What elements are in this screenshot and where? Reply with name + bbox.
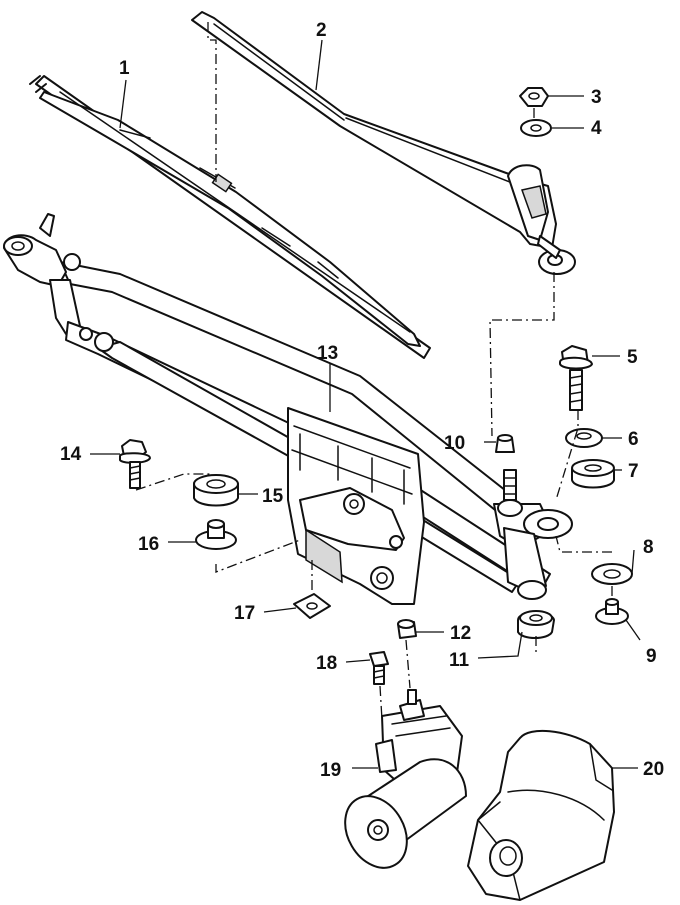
callout-8: 8 <box>643 537 654 558</box>
callout-2: 2 <box>316 20 327 41</box>
washer <box>520 119 552 137</box>
callout-1: 1 <box>119 58 130 79</box>
leader-lines <box>90 39 641 769</box>
callout-5: 5 <box>627 347 638 368</box>
grommet-9 <box>595 598 629 625</box>
motor-cover <box>467 729 615 901</box>
callout-11: 11 <box>449 650 470 671</box>
clip-17 <box>293 593 331 619</box>
callout-6: 6 <box>628 429 639 450</box>
callout-3: 3 <box>591 87 602 108</box>
washer-8 <box>591 563 633 585</box>
alignment-lines <box>135 22 613 721</box>
callout-14: 14 <box>60 444 82 465</box>
washer-16 <box>195 519 237 550</box>
bolt <box>559 345 593 411</box>
callout-17: 17 <box>234 603 255 624</box>
grommet-7 <box>571 459 615 489</box>
bolt-14 <box>119 439 151 489</box>
callout-12: 12 <box>450 623 471 644</box>
wiper-blade <box>29 75 431 359</box>
wiper-linkage <box>3 213 573 605</box>
nut <box>519 87 549 107</box>
washer-6 <box>565 428 603 448</box>
callout-20: 20 <box>643 759 664 780</box>
bush-10 <box>495 434 515 453</box>
wiper-arm <box>191 11 576 275</box>
callout-19: 19 <box>320 760 341 781</box>
bolt-18 <box>369 651 389 685</box>
grommet-15 <box>193 474 239 507</box>
callout-18: 18 <box>316 653 337 674</box>
callout-labels: 1 2 3 4 5 6 7 8 9 10 11 12 13 14 15 16 1… <box>60 20 664 781</box>
callout-15: 15 <box>262 486 284 507</box>
callout-4: 4 <box>591 118 602 139</box>
callout-10: 10 <box>444 433 465 454</box>
callout-16: 16 <box>138 534 159 555</box>
callout-7: 7 <box>628 461 639 482</box>
bush-11 <box>517 610 555 639</box>
callout-9: 9 <box>646 646 657 667</box>
wiper-motor <box>344 689 467 869</box>
callout-13: 13 <box>317 343 338 364</box>
bush-12 <box>397 619 417 639</box>
